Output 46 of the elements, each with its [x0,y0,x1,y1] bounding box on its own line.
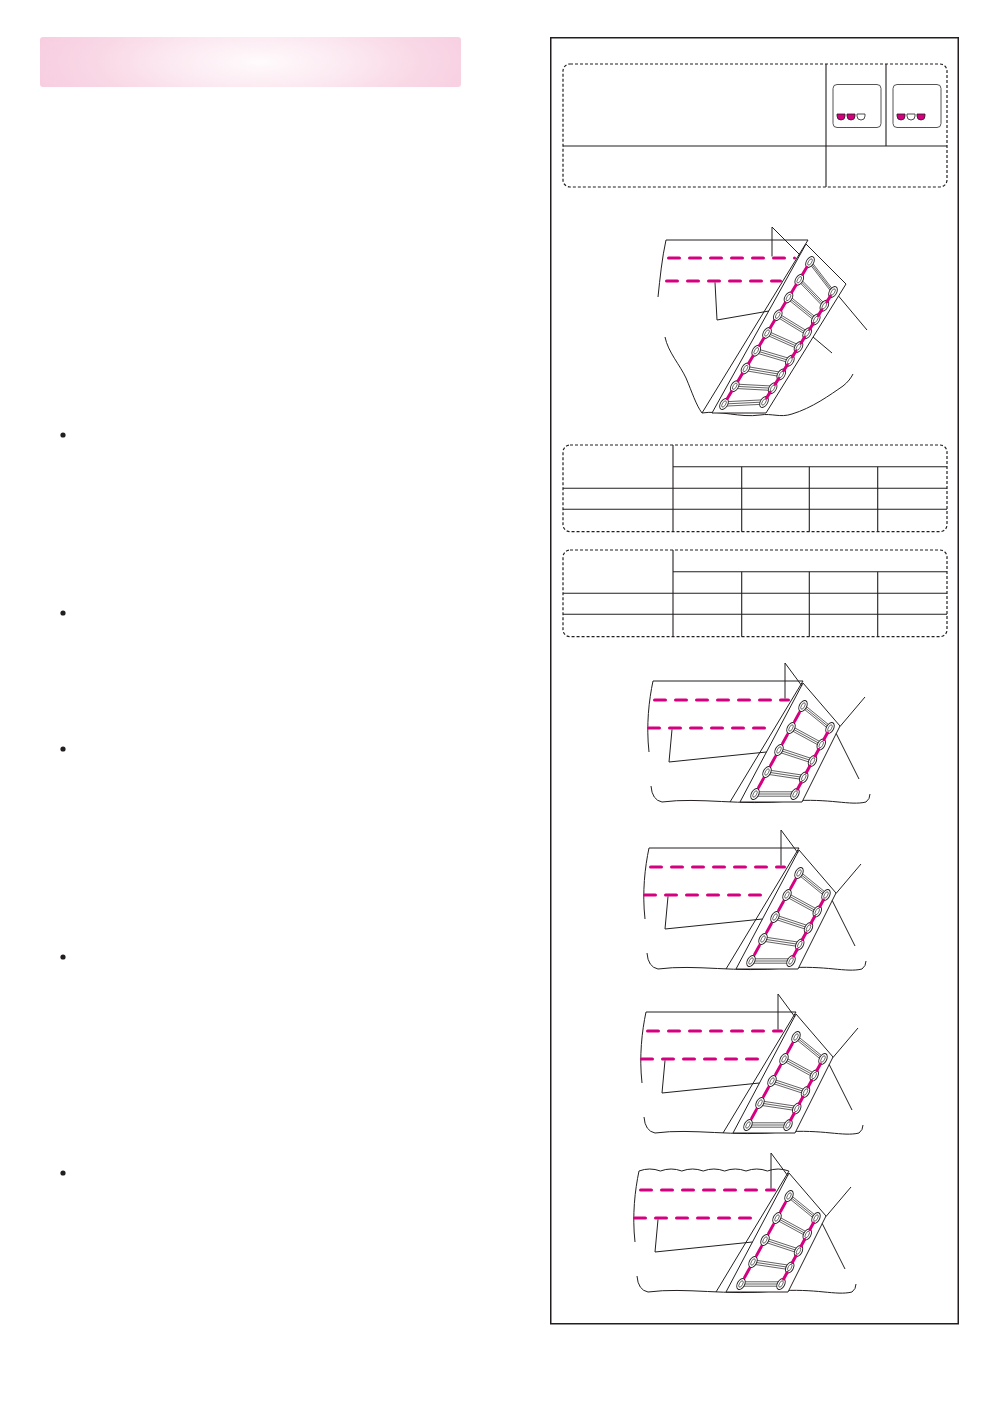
stitch-line [646,1029,783,1033]
leader-line [835,733,860,780]
leader-line [664,896,669,930]
overlock-seam-drawing [732,1013,834,1134]
overlock-seam-drawing [711,243,847,414]
leader-line [771,226,801,256]
leader-line [839,696,866,727]
leader-line [770,1152,789,1177]
stitch-line [667,256,796,260]
leader-line [661,1060,666,1094]
leader-line [835,863,862,894]
overlock-seam-drawing [725,1172,827,1293]
leader-line [821,1223,846,1270]
stitch-line [643,893,762,897]
stitch-line [665,279,782,283]
leader-line [714,282,718,321]
leader-line [780,829,782,866]
leader-line [668,729,673,763]
leader-line [654,1219,659,1253]
stitch-line [639,1188,776,1192]
leader-line [716,310,770,321]
stitch-line [649,865,786,869]
leader-line [771,226,773,257]
leader-line [664,918,763,930]
leader-line [770,1152,772,1189]
leader-line [784,662,786,699]
stitch-line [633,1216,752,1220]
leader-line [838,295,868,331]
leader-line [668,751,767,763]
leader-line [784,662,803,687]
leader-line [812,336,833,354]
leader-line [780,829,799,854]
leader-line [831,900,856,947]
leader-line [832,1027,859,1058]
stitch-line [653,698,790,702]
stitch-line [647,726,766,730]
leader-line [777,993,796,1018]
leader-line [777,993,779,1030]
leader-line [828,1064,853,1111]
leader-line [661,1082,760,1094]
heading-band [40,37,461,87]
leader-line [825,1186,852,1217]
stitch-line [640,1057,759,1061]
overlock-seam-drawing [739,682,841,803]
overlock-seam-drawing [735,849,837,970]
leader-line [654,1241,753,1253]
